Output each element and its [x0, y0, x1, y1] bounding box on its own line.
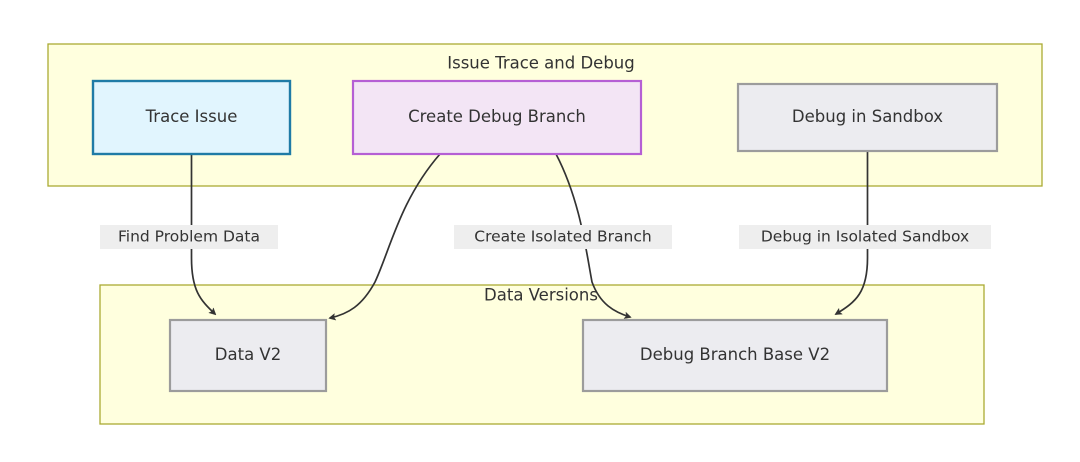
- edge-label-text: Create Isolated Branch: [474, 228, 651, 246]
- node-debug-in-sandbox[interactable]: Debug in Sandbox: [736, 82, 999, 153]
- edge-create-debug-branch-to-debug-branch-base-v2: [555, 153, 632, 319]
- node-label-create-debug-branch: Create Debug Branch: [408, 107, 586, 126]
- edge-label-debug-in-isolated-sandbox: Debug in Isolated Sandbox: [739, 225, 991, 249]
- edge-create-debug-branch-to-data-v2: [328, 153, 441, 321]
- node-shape[interactable]: [91, 79, 292, 156]
- cluster-title-data-versions: Data Versions: [484, 286, 598, 305]
- edge-label-create-isolated-branch: Create Isolated Branch: [454, 225, 672, 249]
- node-trace-issue[interactable]: Trace Issue: [91, 79, 292, 156]
- edge-debug-in-sandbox-to-debug-branch-base-v2: [834, 151, 869, 315]
- edges-group: [190, 151, 869, 321]
- edge-label-background: [100, 225, 278, 249]
- edge-trace-issue-to-data-v2: [190, 154, 217, 316]
- node-label-data-v2: Data V2: [215, 345, 281, 364]
- edge-label-background: [454, 225, 672, 249]
- edge-label-text: Debug in Isolated Sandbox: [761, 228, 969, 246]
- nodes-group: Trace Issue Create Debug Branch Debug in…: [91, 79, 999, 393]
- node-label-debug-in-sandbox: Debug in Sandbox: [792, 107, 943, 126]
- node-label-trace-issue: Trace Issue: [145, 107, 238, 126]
- node-shape[interactable]: [168, 318, 328, 393]
- edge-label-find-problem-data: Find Problem Data: [100, 225, 278, 249]
- node-data-v2[interactable]: Data V2: [168, 318, 328, 393]
- edge-labels-group: Find Problem Data Create Isolated Branch…: [100, 225, 991, 249]
- edge-label-background: [739, 225, 991, 249]
- edge-label-text: Find Problem Data: [118, 228, 260, 246]
- cluster-title-issue-trace-and-debug: Issue Trace and Debug: [447, 54, 634, 73]
- node-debug-branch-base-v2[interactable]: Debug Branch Base V2: [581, 318, 889, 393]
- node-shape[interactable]: [351, 79, 643, 156]
- node-label-debug-branch-base-v2: Debug Branch Base V2: [640, 345, 830, 364]
- node-shape[interactable]: [581, 318, 889, 393]
- node-shape[interactable]: [736, 82, 999, 153]
- node-create-debug-branch[interactable]: Create Debug Branch: [351, 79, 643, 156]
